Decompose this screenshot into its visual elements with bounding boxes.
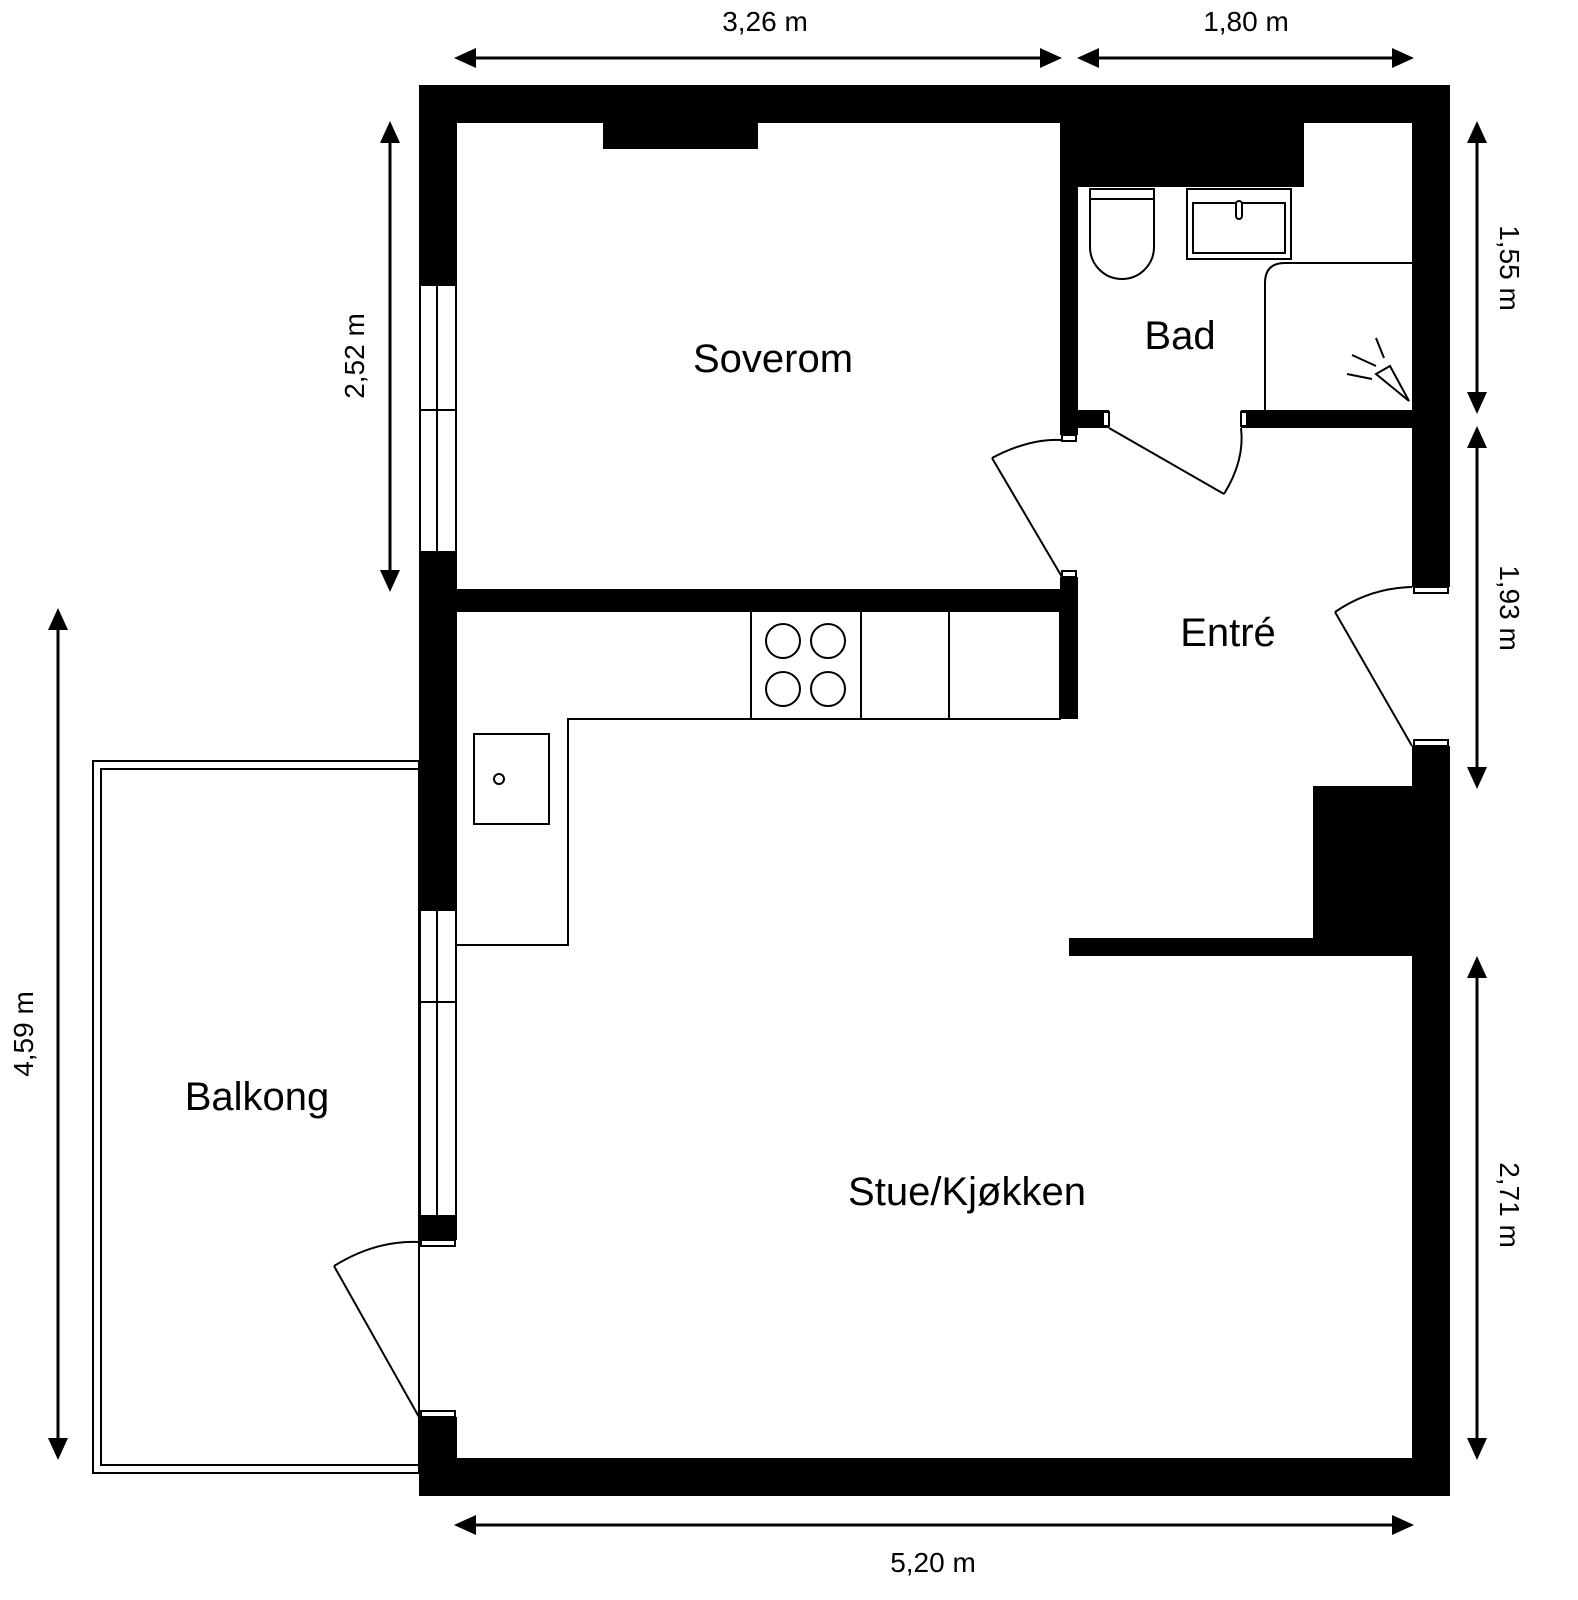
outer-walls (419, 85, 1450, 1496)
room-label-stue-kjokken: Stue/Kjøkken (848, 1170, 1086, 1214)
entrance-door (1334, 586, 1449, 747)
room-label-entre: Entré (1180, 611, 1276, 655)
dim-label-right-living: 2,71 m (1494, 1162, 1525, 1248)
bedroom-door (991, 434, 1077, 578)
shower-head-icon (1346, 337, 1410, 402)
kitchen-sink (473, 733, 550, 825)
kitchen (457, 610, 1061, 946)
dim-label-top-left: 3,26 m (722, 6, 808, 37)
dim-label-left-bedroom: 2,52 m (339, 313, 370, 399)
room-label-bad: Bad (1144, 314, 1215, 358)
room-label-soverom: Soverom (693, 337, 853, 381)
window-bedroom (419, 284, 457, 553)
dimension-lines (48, 48, 1487, 1535)
room-label-balkong: Balkong (185, 1075, 330, 1119)
dim-label-bottom: 5,20 m (890, 1547, 976, 1578)
window-living (419, 909, 457, 1217)
shower (1264, 262, 1412, 410)
dim-label-right-bathroom: 1,55 m (1494, 225, 1525, 311)
dim-label-right-entrance: 1,93 m (1494, 565, 1525, 651)
bathroom-sink (1186, 188, 1292, 260)
toilet (1089, 188, 1155, 280)
bathroom-door (1102, 411, 1248, 495)
dim-label-left-total: 4,59 m (8, 991, 39, 1077)
balcony-door (333, 1239, 456, 1418)
stove (765, 623, 846, 707)
interior-walls (419, 85, 1412, 956)
dim-label-top-right: 1,80 m (1203, 6, 1289, 37)
